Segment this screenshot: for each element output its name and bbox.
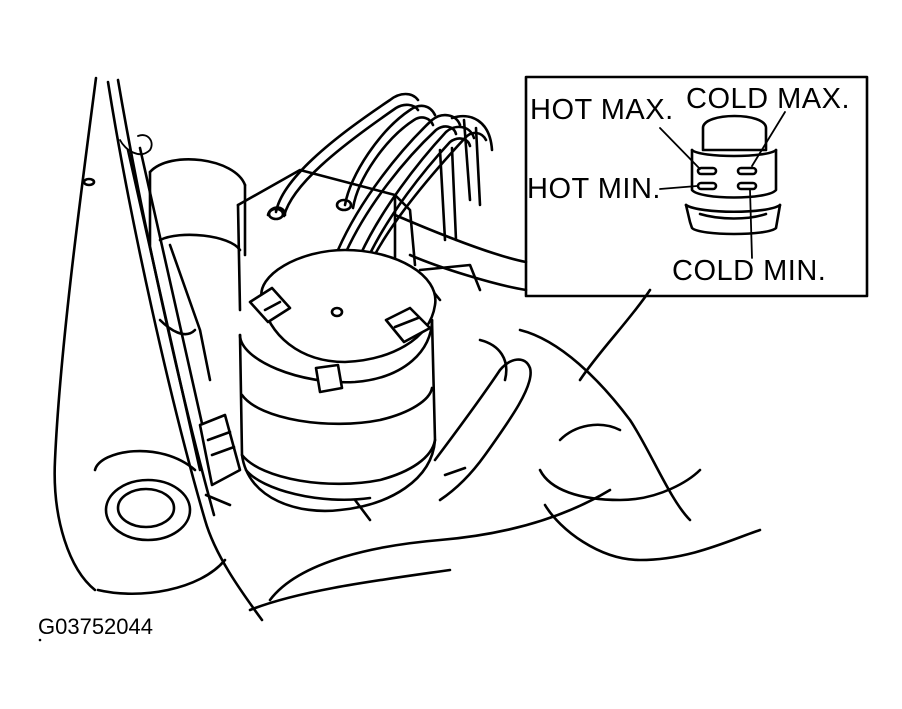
harness [393, 213, 528, 292]
support-rod [126, 146, 214, 472]
reservoir-body [238, 318, 437, 513]
return-hose [353, 358, 532, 522]
reservoir-cap [248, 248, 437, 394]
inset-reservoir [659, 111, 786, 259]
cold-min-label: COLD MIN. [672, 255, 827, 287]
hot-max-label: HOT MAX. [530, 94, 674, 126]
hot-min-label: HOT MIN. [527, 173, 661, 205]
frame-curves [248, 288, 762, 612]
inset-frame [524, 75, 869, 298]
left-canister [148, 158, 247, 382]
fender-outline [38, 76, 264, 642]
figure-code: G03752044 [38, 614, 153, 639]
cold-max-label: COLD MAX. [686, 83, 851, 115]
brake-lines [267, 92, 494, 265]
connector-block [198, 413, 242, 507]
lower-fitting [93, 449, 227, 596]
